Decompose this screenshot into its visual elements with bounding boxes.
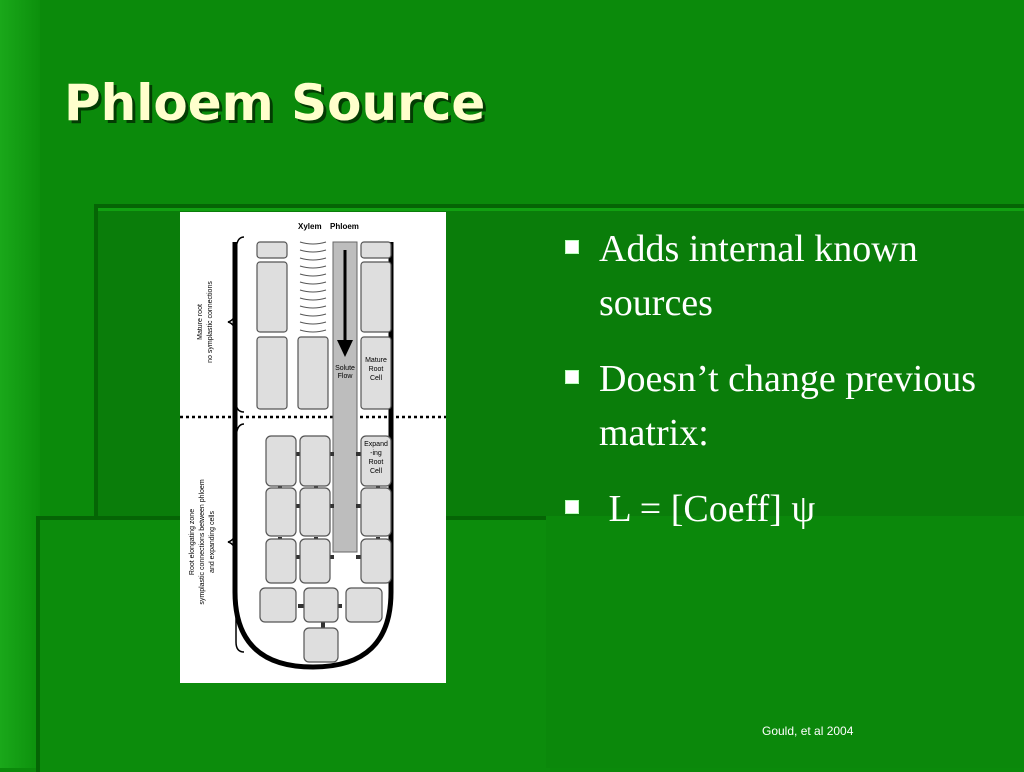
- bullet-text: Doesn’t change previous matrix:: [599, 358, 977, 454]
- bullet-item: L = [Coeff] ψ: [565, 482, 1005, 536]
- label-elongating-zone-2: symplastic connections between phloem: [199, 479, 206, 604]
- bullet-list: Adds internal known sources Doesn’t chan…: [565, 222, 1005, 558]
- label-mature-zone: Mature root no symplastic connections: [197, 281, 214, 363]
- label-mature-zone-1: Mature root: [197, 304, 204, 340]
- label-mature-zone-2: no symplastic connections: [207, 281, 214, 363]
- expanding-cells: [259, 435, 392, 663]
- root-phloem-diagram: Xylem Phloem Mature root no symplastic c…: [180, 212, 446, 683]
- decor-band-lower-right: [546, 516, 1024, 768]
- label-flow: Flow: [338, 373, 354, 380]
- xylem-column: [299, 241, 327, 333]
- label-expanding-cell-1: Expand: [364, 441, 388, 448]
- bullet-item: Doesn’t change previous matrix:: [565, 352, 1005, 460]
- label-expanding-cell-2: -ing: [370, 450, 382, 457]
- label-mature-cell-2: Root: [369, 366, 384, 373]
- label-elongating-zone-1: Root elongating zone: [189, 509, 196, 575]
- bullet-text: Adds internal known sources: [599, 228, 918, 324]
- label-elongating-zone: Root elongating zone symplastic connecti…: [189, 479, 216, 604]
- slide-title: Phloem Source: [64, 74, 486, 132]
- flow-arrow-head: [337, 340, 353, 357]
- label-mature-cell-3: Cell: [370, 375, 383, 382]
- bullet-item: Adds internal known sources: [565, 222, 1005, 330]
- background-left-strip: [0, 0, 40, 768]
- label-expanding-cell-4: Cell: [370, 468, 383, 475]
- root-outline: [232, 242, 394, 670]
- label-elongating-zone-3: and expanding cells: [209, 511, 216, 573]
- square-bullet-icon: [565, 500, 579, 514]
- label-expanding-cell-3: Root: [369, 459, 384, 466]
- label-xylem: Xylem: [298, 222, 322, 231]
- mature-cells: [256, 241, 392, 410]
- citation-text: Gould, et al 2004: [762, 724, 854, 738]
- diagram-svg: Xylem Phloem Mature root no symplastic c…: [180, 222, 446, 670]
- bullet-text: L = [Coeff] ψ: [599, 488, 816, 530]
- square-bullet-icon: [565, 240, 579, 254]
- label-mature-cell-1: Mature: [365, 357, 387, 364]
- label-solute: Solute: [335, 365, 355, 372]
- brace-elongating-zone: [227, 423, 245, 653]
- square-bullet-icon: [565, 370, 579, 384]
- label-phloem: Phloem: [330, 222, 359, 231]
- brace-mature-zone: [227, 236, 245, 413]
